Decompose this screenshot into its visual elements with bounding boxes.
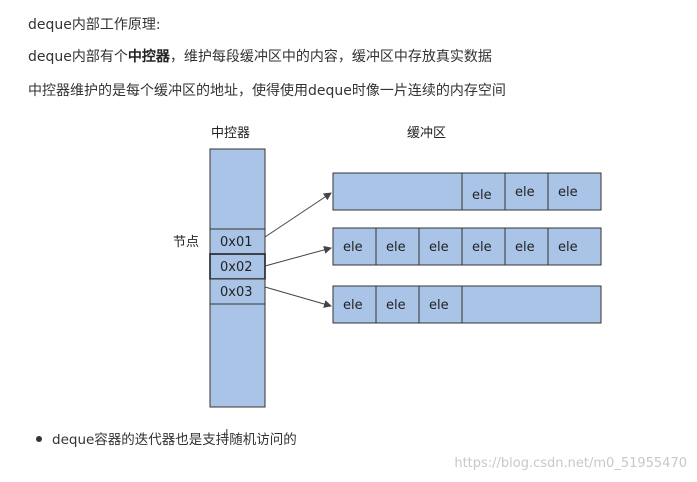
bullet-text: deque容器的迭代器也是支持随机访问的	[52, 432, 297, 448]
pointer-arrow-1	[264, 192, 332, 238]
intro-description-prefix: deque内部有个	[28, 49, 128, 65]
pointer-arrows	[264, 192, 332, 308]
pointer-arrow-3	[264, 286, 332, 308]
intro-description-suffix: ，维护每段缓冲区中的内容，缓冲区中存放真实数据	[169, 49, 492, 65]
buffer-3-cell-3	[418, 285, 463, 324]
intro-description-bold: 中控器	[127, 49, 170, 65]
controller-nodes: 0x01 0x02 0x03	[209, 228, 266, 305]
intro-description: deque内部有个中控器，维护每段缓冲区中的内容，缓冲区中存放真实数据	[28, 46, 492, 66]
buffer-1-element-5: ele	[515, 185, 535, 200]
buffer-2-cell-1	[332, 227, 377, 266]
buffer-2-element-6: ele	[558, 240, 578, 255]
text-cursor-icon: Ι	[225, 427, 229, 441]
controller-label: 中控器	[211, 126, 250, 141]
buffer-2-cell-2	[375, 227, 420, 266]
buffers: ele ele ele ele ele ele ele ele ele ele ele ele	[332, 172, 602, 324]
node-label: 节点	[173, 235, 199, 250]
buffer-3-element-1: ele	[343, 298, 363, 313]
buffer-2-element-5: ele	[515, 240, 535, 255]
buffer-3-cell-1	[332, 285, 377, 324]
buffer-1-element-6: ele	[558, 185, 578, 200]
controller-node-1	[209, 228, 266, 255]
controller-node-label-1: 0x01	[220, 235, 253, 250]
buffer-2-cell-6	[547, 227, 602, 266]
controller-node-3	[209, 278, 266, 305]
buffer-3-cell-2	[375, 285, 420, 324]
controller-node-label-3: 0x03	[220, 285, 253, 300]
pointer-arrow-2	[264, 245, 332, 267]
buffer-2-element-1: ele	[343, 240, 363, 255]
buffer-3-element-2: ele	[386, 298, 406, 313]
buffer-1-element-4: ele	[472, 188, 492, 203]
buffer-2-element-4: ele	[472, 240, 492, 255]
buffer-2-cell-3	[418, 227, 463, 266]
controller-node-label-2: 0x02	[220, 260, 253, 275]
buffer-2-element-2: ele	[386, 240, 406, 255]
bullet-dot-icon	[36, 436, 42, 442]
buffer-1-cell-6	[547, 172, 602, 211]
buffer-2-element-3: ele	[429, 240, 449, 255]
buffer-label: 缓冲区	[407, 126, 446, 141]
intro-heading: deque内部工作原理:	[28, 17, 161, 33]
buffer-3-element-3: ele	[429, 298, 449, 313]
watermark: https://blog.csdn.net/m0_51955470	[454, 456, 687, 471]
intro-detail: 中控器维护的是每个缓冲区的地址，使得使用deque时像一片连续的内存空间	[28, 83, 506, 99]
bullet-item: deque容器的迭代器也是支持随机访问的	[36, 428, 297, 448]
buffer-2-cell-4	[461, 227, 506, 266]
